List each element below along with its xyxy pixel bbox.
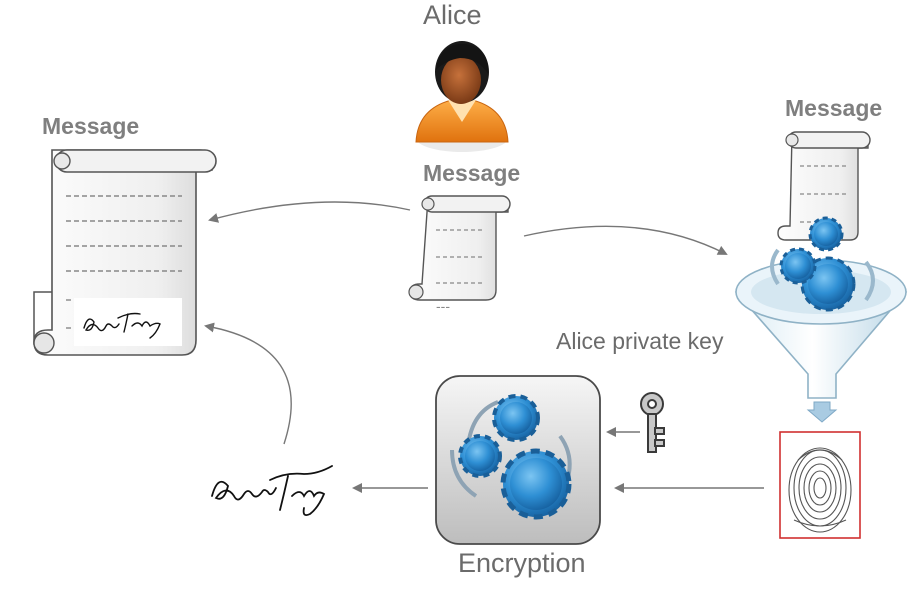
fingerprint-hash-icon — [779, 431, 861, 539]
signature-on-document-icon — [83, 312, 161, 339]
private-key-label: Alice private key — [556, 328, 724, 354]
encryption-label: Encryption — [458, 548, 586, 578]
funnel-gear-small-icon — [779, 247, 817, 285]
funnel-gears-icon — [734, 216, 908, 423]
center-message-label: Message — [423, 160, 521, 186]
encryption-gear-large-icon — [500, 448, 572, 520]
signed-message-document — [33, 149, 217, 356]
encryption-box — [435, 375, 601, 545]
center-message-extra-line: --- — [436, 298, 450, 314]
private-key-icon — [640, 392, 665, 453]
signature-output-icon — [211, 465, 333, 517]
signed-message-label: Message — [42, 113, 140, 139]
encryption-gear-top-icon — [492, 394, 540, 442]
arrow-center-to-left — [208, 201, 411, 223]
flow-arrows — [204, 201, 764, 493]
actor-name: Alice — [423, 0, 482, 30]
arrow-center-to-funnel — [523, 225, 728, 255]
arrow-signature-to-document — [204, 322, 292, 445]
funnel-gear-top-icon — [808, 216, 844, 252]
right-message-label: Message — [785, 95, 883, 121]
center-message-document — [408, 195, 511, 301]
encryption-gear-left-icon — [458, 434, 502, 478]
right-message-document — [777, 131, 871, 241]
alice-avatar-icon — [415, 41, 509, 152]
